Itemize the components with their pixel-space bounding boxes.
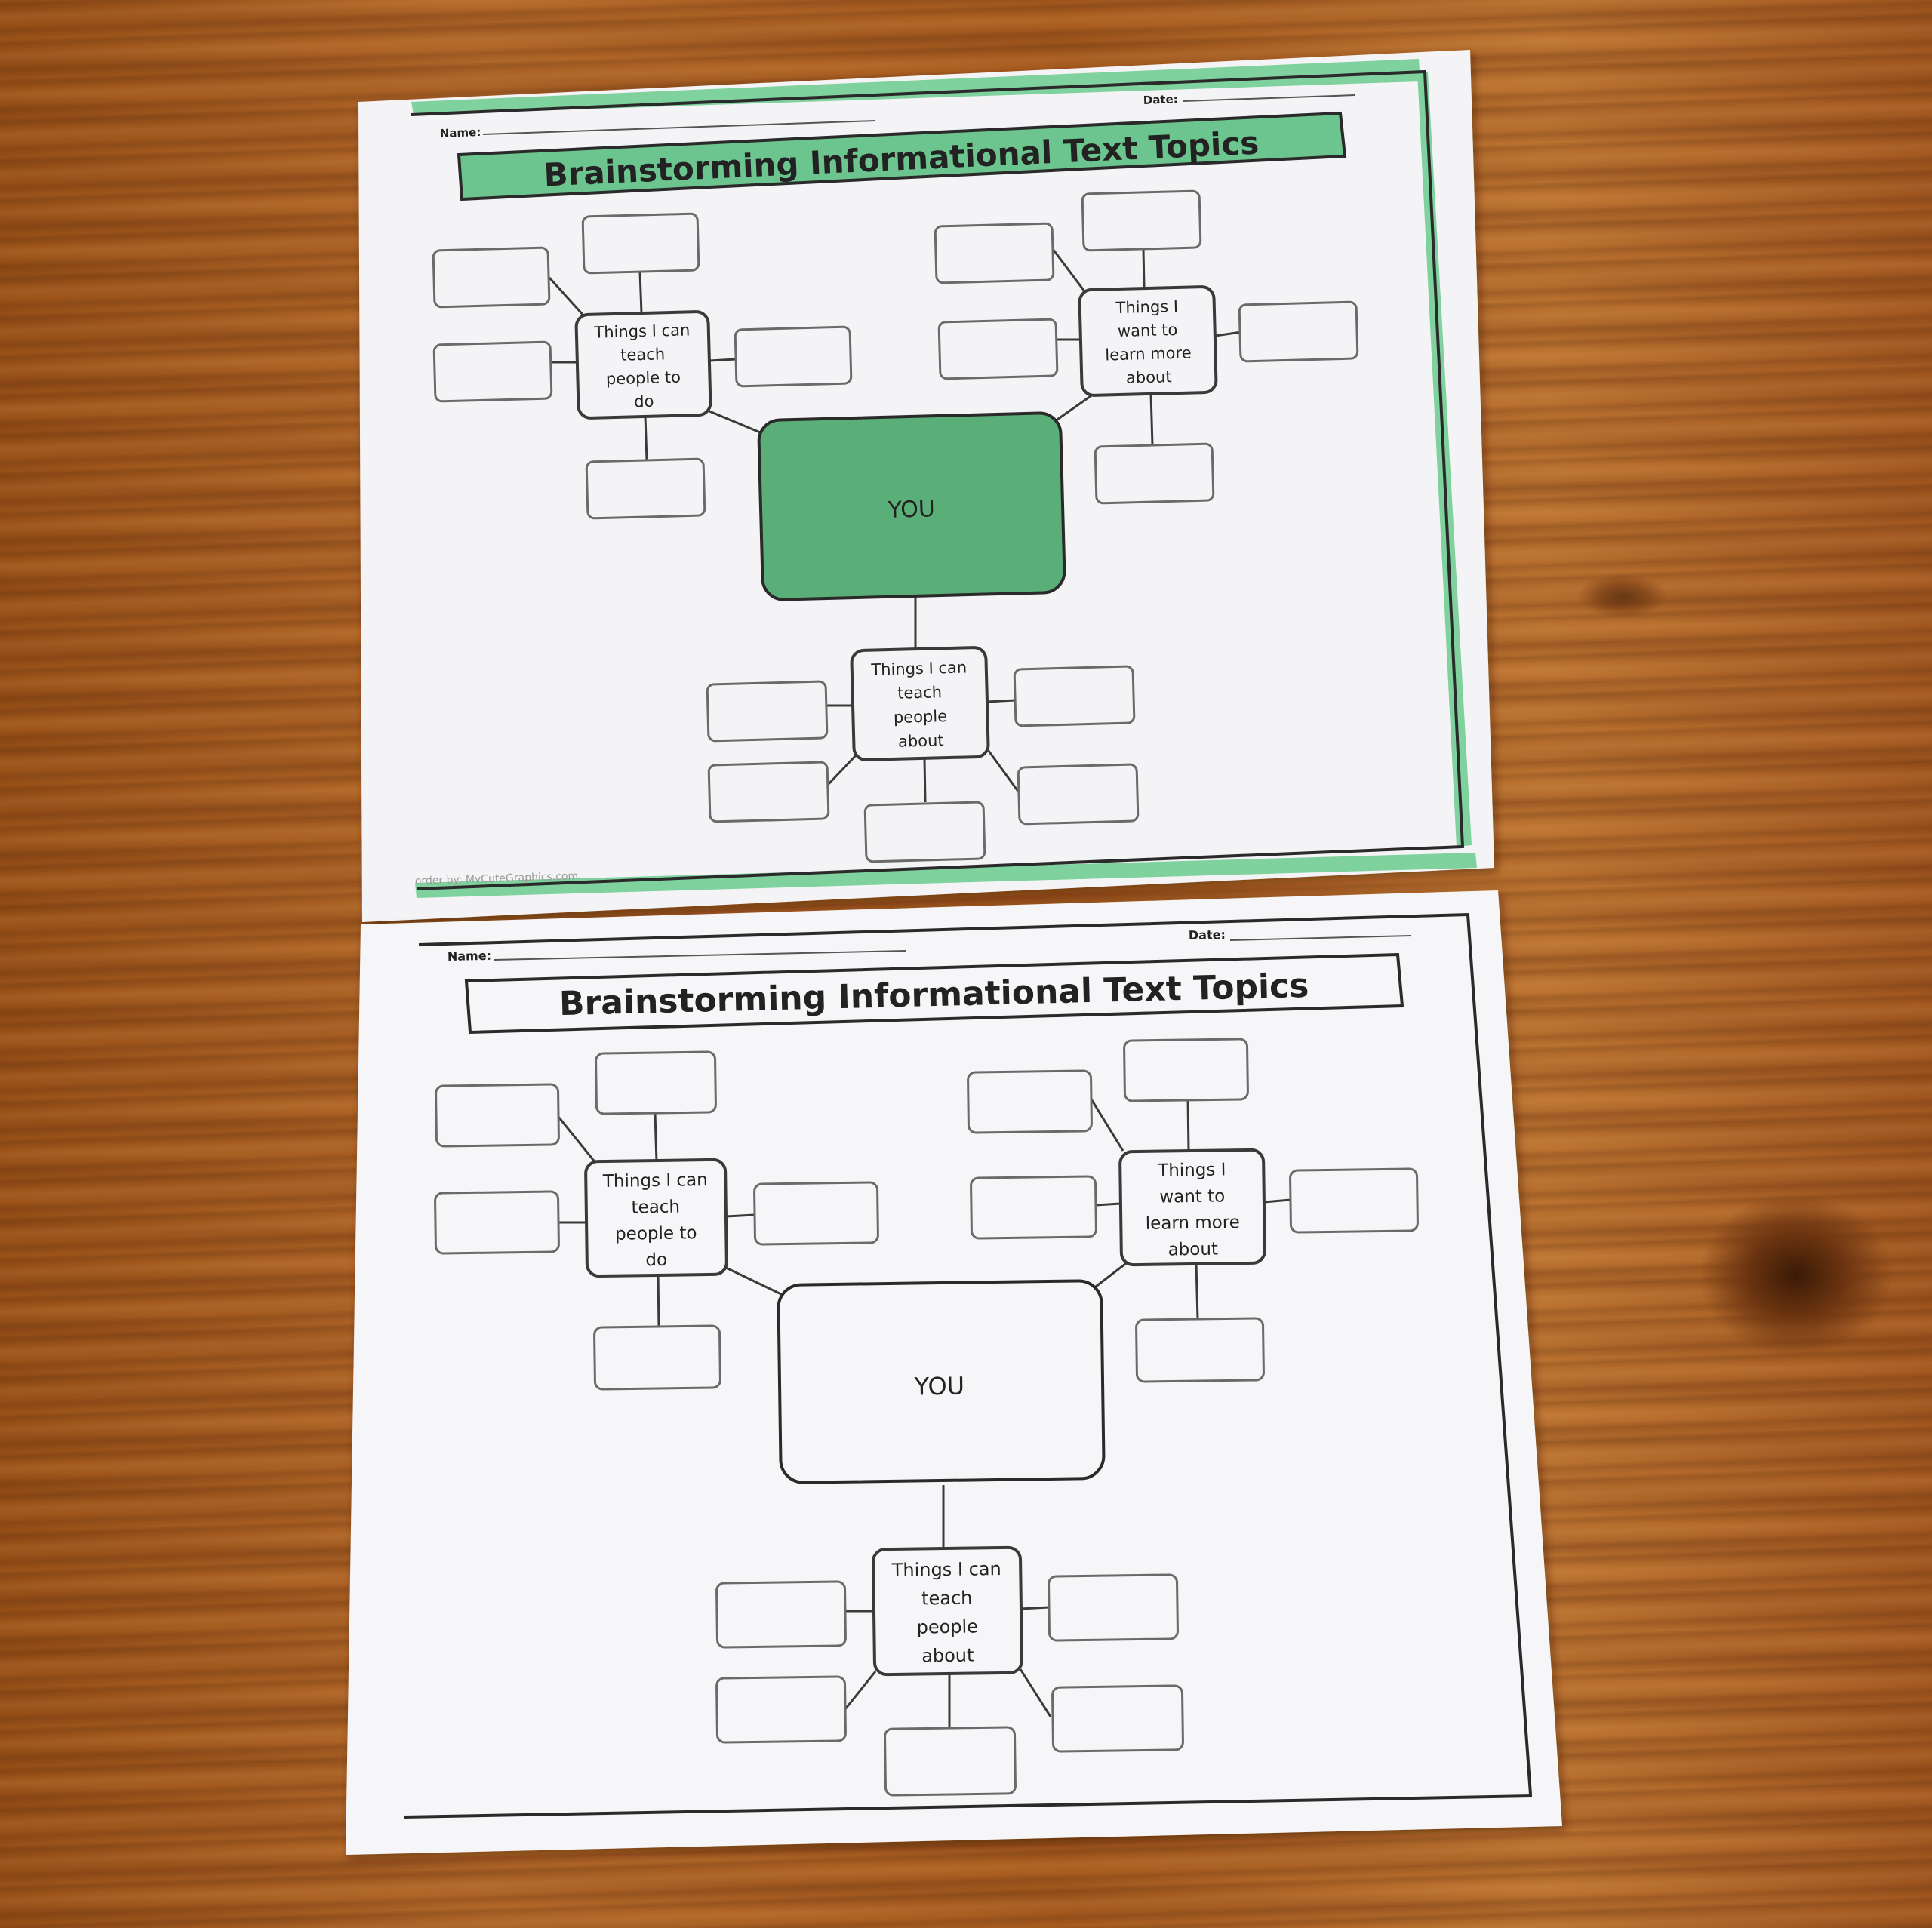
bubble-text-line: learn more: [1146, 1213, 1241, 1234]
name-label: Name:: [439, 125, 481, 140]
connector-lines: [548, 248, 1242, 803]
answer-box[interactable]: [432, 340, 553, 403]
bubble-teach-to-do: [584, 1158, 728, 1278]
bubble-text-line: people: [916, 1616, 978, 1637]
answer-box[interactable]: [715, 1580, 847, 1649]
answer-box[interactable]: [934, 222, 1055, 284]
center-you-box: [757, 411, 1066, 601]
name-line: [494, 950, 906, 961]
answer-box[interactable]: [1094, 442, 1215, 505]
name-label: Name:: [448, 949, 491, 964]
center-you-label: YOU: [887, 496, 935, 524]
bubble-text-line: learn more: [1105, 344, 1192, 364]
answer-box[interactable]: [593, 1324, 721, 1391]
bubble-text-line: people to: [606, 368, 681, 389]
bubble-text-line: teach: [897, 683, 942, 703]
answer-box[interactable]: [884, 1726, 1017, 1797]
answer-box[interactable]: [1017, 763, 1140, 826]
bubble-text-line: want to: [1118, 321, 1178, 340]
date-label: Date:: [1189, 927, 1226, 942]
answer-box[interactable]: [937, 318, 1059, 380]
bubble-text-line: about: [1168, 1240, 1218, 1260]
border-strip-top: [411, 59, 1420, 115]
answer-box[interactable]: [434, 1190, 560, 1255]
title-banner: [457, 111, 1347, 201]
answer-box[interactable]: [734, 325, 853, 388]
answer-box[interactable]: [435, 1083, 560, 1148]
border-strip-bottom: [415, 853, 1477, 898]
worksheet-color: Name: Date: Brainstorming Informational …: [358, 50, 1494, 922]
answer-box[interactable]: [1238, 300, 1359, 363]
bubble-text-line: Things I can: [602, 1170, 708, 1192]
answer-box[interactable]: [1013, 665, 1136, 727]
bubble-text-line: Things I: [1115, 297, 1178, 317]
connector-lines: [557, 1097, 1291, 1728]
center-you-box: [777, 1279, 1106, 1484]
title-banner: [464, 952, 1404, 1035]
bubble-text-line: Things I: [1157, 1160, 1226, 1180]
bubble-want-to-learn: [1078, 285, 1218, 397]
bubble-text-line: Things I can: [891, 1558, 1001, 1581]
answer-box[interactable]: [585, 457, 706, 520]
date-line: [1183, 94, 1355, 102]
answer-box[interactable]: [581, 212, 700, 275]
answer-box[interactable]: [1081, 189, 1202, 252]
answer-box[interactable]: [1135, 1317, 1265, 1383]
answer-box[interactable]: [706, 680, 829, 743]
date-line: [1229, 935, 1412, 941]
answer-box[interactable]: [595, 1050, 717, 1115]
answer-box[interactable]: [1048, 1573, 1179, 1642]
bubble-want-to-learn: [1118, 1148, 1266, 1267]
wood-knot: [1698, 1192, 1894, 1358]
answer-box[interactable]: [967, 1069, 1093, 1134]
answer-box[interactable]: [1051, 1684, 1184, 1753]
bubble-text-line: teach: [631, 1198, 680, 1218]
bubble-text-line: about: [1126, 367, 1172, 387]
bubble-text-line: Things I can: [593, 321, 690, 341]
bubble-text-line: do: [634, 392, 654, 411]
bubble-text-line: people to: [615, 1223, 697, 1244]
answer-box[interactable]: [970, 1175, 1097, 1240]
bubble-text-line: Things I can: [870, 658, 967, 678]
bubble-text-line: people: [894, 707, 948, 727]
answer-box[interactable]: [863, 801, 986, 863]
bubble-teach-about: [850, 646, 990, 761]
date-label: Date:: [1143, 92, 1178, 107]
wood-knot: [1577, 573, 1668, 619]
bubble-text-line: about: [898, 731, 944, 751]
worksheet-bw: Name: Date: Brainstorming Informational …: [346, 890, 1562, 1855]
answer-box[interactable]: [715, 1675, 847, 1744]
bubble-teach-about: [872, 1545, 1023, 1677]
name-line: [482, 120, 876, 135]
bubble-text-line: want to: [1159, 1186, 1225, 1207]
bubble-text-line: about: [921, 1645, 974, 1667]
answer-box[interactable]: [432, 246, 551, 309]
center-you-label: YOU: [913, 1372, 964, 1401]
border-line: [418, 912, 1532, 1795]
bubble-text-line: teach: [921, 1588, 973, 1610]
answer-box[interactable]: [1123, 1038, 1249, 1102]
answer-box[interactable]: [1289, 1167, 1419, 1234]
credit-text: order by: MyCuteGraphics.com: [415, 870, 579, 887]
bubble-text-line: do: [645, 1250, 667, 1270]
answer-box[interactable]: [753, 1181, 879, 1246]
bubble-teach-to-do: [574, 310, 712, 420]
answer-box[interactable]: [707, 761, 830, 823]
border-line-bottom: [403, 1794, 1533, 1819]
border-line: [411, 69, 1465, 890]
bubble-text-line: teach: [620, 345, 665, 364]
